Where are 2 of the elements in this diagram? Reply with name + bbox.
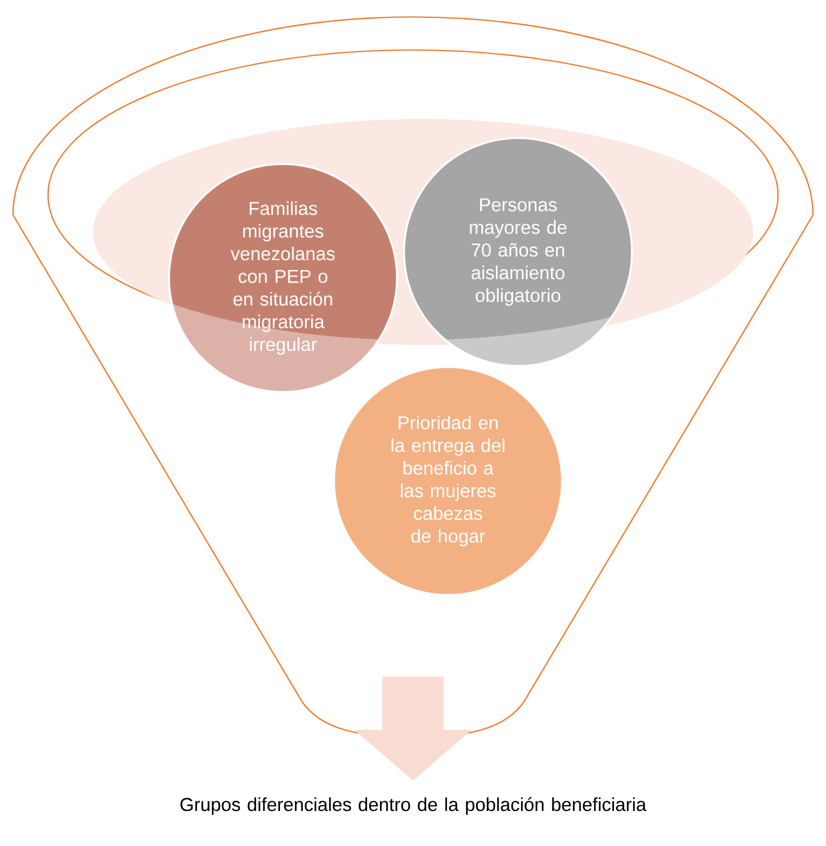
caption-text: Grupos diferenciales dentro de la población beneficiaria	[180, 797, 646, 815]
block-arrow	[354, 676, 472, 780]
